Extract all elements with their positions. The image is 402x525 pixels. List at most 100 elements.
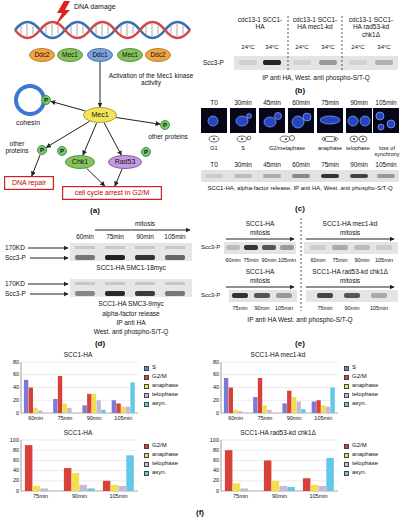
nucleus-dot [324,138,326,140]
figure-label: 45min [263,161,281,168]
figure-label: SCC1-HA, alpha-factor release, IP anti H… [201,185,399,192]
blot-band [105,246,125,249]
blot-band [293,60,311,65]
figure-label: 75min [257,415,272,421]
phospho-circle: P [57,146,67,156]
bar [92,394,96,413]
blot-band [344,293,360,298]
mitosis-arrow [95,230,190,231]
legend-swatch [344,366,349,371]
legend-text: telophase [152,460,178,467]
figure-label: IP anti HA, West. anti phospho-S/T-Q [262,74,369,81]
figure-label: 105min [375,99,396,106]
figure-label: 90min [72,493,87,499]
node-text: cell cycle arrest in G2/M [75,189,150,197]
oval-shape [88,49,113,62]
panel-letter: (b) [295,86,305,95]
oval-shape [118,49,143,62]
figure-label: T0 [210,161,218,168]
connector-arrow [46,121,89,147]
figure-label: 105min [375,257,393,263]
figure-label: cdc13-1 SCC1-HA [237,16,283,31]
figure-label: 60 [213,457,219,463]
figure-label: 40 [13,384,19,390]
bar [272,481,280,491]
legend-text: asyn. [352,400,366,407]
legend-text: S [152,364,156,371]
oval-shape [109,156,142,169]
bar-chart [21,362,138,413]
figure-label: West. anti phospho-S/T-Q [94,328,169,335]
bar-chart [221,440,338,491]
legend-text: anaphase [152,451,178,458]
bar [280,486,288,491]
stage-icon [322,137,338,142]
node-text: Mec1 [91,111,108,119]
cell [303,113,311,121]
stage-icon [350,136,358,142]
blot-band [244,245,258,250]
figure-label: 170KD [5,280,25,287]
figure-label: telophase [346,145,370,151]
bar [311,485,319,491]
bar [111,485,119,491]
legend-swatch [144,444,149,449]
protein-oval: Chk1 [65,155,95,169]
phospho-circle: P [160,120,170,130]
legend-swatch [144,402,149,407]
marker-arrow [28,248,68,249]
blot-band [135,282,155,285]
blot-band [292,174,310,178]
figure-label: 60min [292,161,310,168]
figure-label: 75min [333,257,348,263]
bar [96,400,100,413]
cell [292,116,304,128]
bar [292,397,296,413]
bar [64,468,72,491]
legend-swatch [344,444,349,449]
blot-band [254,293,270,298]
grid-line [221,362,338,363]
figure-label: other proteins [148,133,188,140]
figure-label: 90min [272,493,287,499]
figure-label: 40 [13,467,19,473]
blot-band [205,174,223,178]
node-text: Rad53 [115,158,136,166]
legend-swatch [344,393,349,398]
figure-label: Scc3-P [201,244,220,251]
figure-label: SCC1-HA mec1-kd [323,220,378,227]
bar [282,403,286,413]
figure-label: 105min [309,493,327,499]
figure-label: 20 [13,477,19,483]
figure-label: 90min [355,257,370,263]
blot-band [105,291,125,296]
bar [126,455,134,491]
figure-label: loss of synchrony [373,145,401,158]
blot-band [135,246,155,249]
figure-label: 60 [13,371,19,377]
legend-swatch [344,384,349,389]
figure-label: DNA damage [74,3,116,11]
blot-band [319,60,337,65]
figure-label: 0 [216,488,219,494]
figure-label: SCC1-HA [246,220,275,227]
legend-swatch [144,384,149,389]
blot-band [317,293,333,298]
legend-swatch [144,393,149,398]
blot-strip [224,242,296,254]
blot-band [75,246,95,249]
bar-chart [21,440,138,491]
bar [130,382,134,413]
cell [264,117,276,127]
blot-band [165,246,185,249]
bar [33,408,37,413]
bar [119,486,127,491]
legend-text: G2/M [352,442,367,449]
bar [264,460,272,491]
figure-label: 34°C [265,44,278,51]
figure-label: SCC1-HA rad53-kd chk1Δ [312,268,388,275]
figure-label: 60min [226,257,241,263]
bar [238,411,242,413]
axis-line [21,362,22,413]
figure-label: 105min [275,305,293,311]
